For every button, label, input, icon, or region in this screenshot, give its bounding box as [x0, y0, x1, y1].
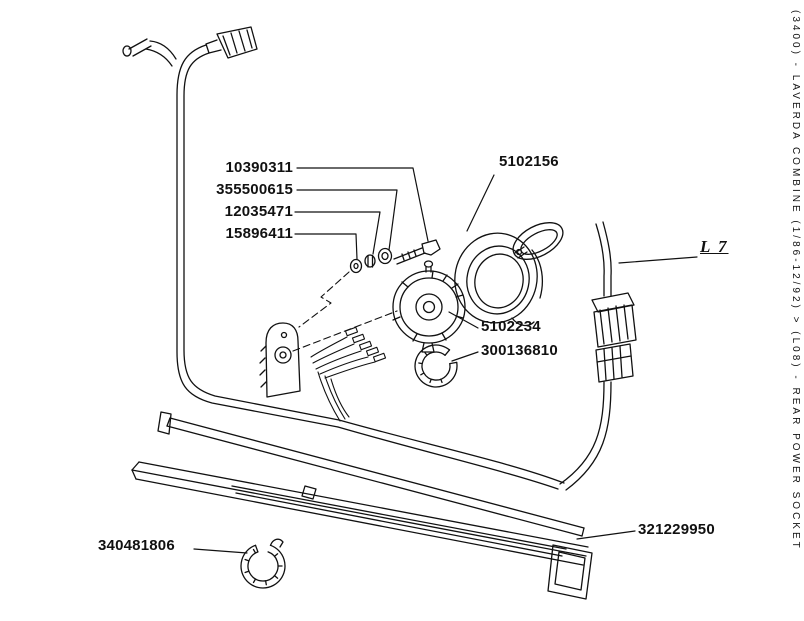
support-channel	[131, 461, 593, 600]
part-number-label: 355500615	[216, 181, 293, 198]
cable-connector-upper	[591, 292, 637, 348]
part-number-label: 15896411	[225, 225, 293, 242]
part-number-label: 321229950	[638, 521, 715, 538]
cable-connector-lower	[595, 343, 634, 383]
part-number-label: 5102234	[481, 318, 541, 335]
channel-clamp	[240, 538, 286, 589]
part-number-label: 340481806	[98, 537, 175, 554]
mounting-bracket	[259, 322, 301, 398]
nut	[364, 254, 376, 268]
washer-small	[349, 258, 363, 274]
catalog-breadcrumb: (3400) - LAVERDA COMBINE (1/86-12/92) > …	[790, 10, 801, 551]
fasteners	[349, 239, 441, 274]
bolt	[393, 239, 441, 265]
leader-lines	[193, 167, 698, 554]
part-number-label: 12035471	[224, 203, 293, 220]
right-cable	[559, 221, 612, 491]
wiring-harness	[145, 40, 565, 490]
top-connector	[205, 26, 258, 59]
support-rail	[157, 411, 585, 537]
part-number-label: 300136810	[481, 342, 558, 359]
socket-cover	[512, 222, 564, 260]
part-number-label: 5102156	[499, 153, 559, 170]
socket-housing	[454, 232, 543, 327]
part-number-label: 10390311	[225, 159, 293, 176]
washer-large	[377, 247, 393, 265]
assembly-axis-lines	[292, 271, 398, 352]
cable-end-fitting	[122, 38, 152, 57]
page-reference-link[interactable]: L 7	[700, 237, 729, 256]
retaining-clip	[414, 344, 458, 388]
wire-bundle	[310, 326, 387, 422]
power-socket	[392, 260, 466, 353]
